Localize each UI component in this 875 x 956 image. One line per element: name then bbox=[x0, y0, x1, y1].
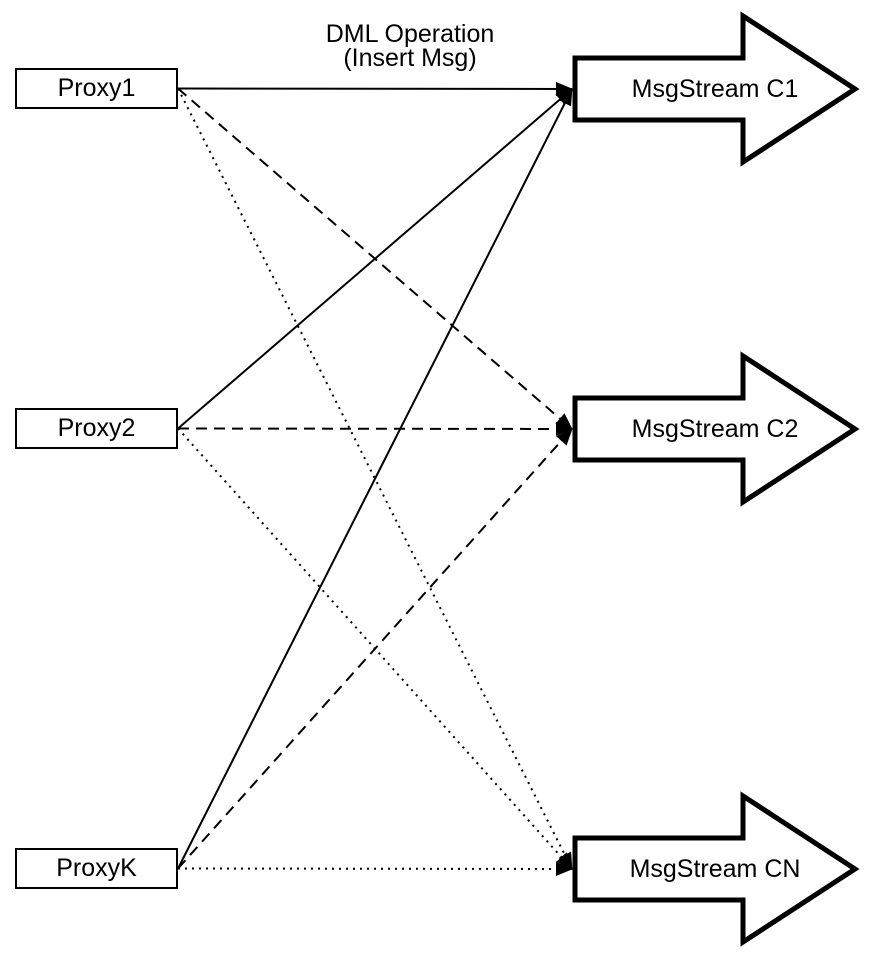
node-proxy2-label: Proxy2 bbox=[57, 414, 136, 442]
msgstream-cn-label: MsgStream CN bbox=[629, 854, 801, 883]
edge-proxy2-to-cn-dotted bbox=[177, 427, 573, 870]
msgstream-cn-block-arrow bbox=[572, 791, 860, 947]
annotation-line-2: (Insert Msg) bbox=[343, 44, 477, 72]
msgstream-cn-label-box: MsgStream CN bbox=[575, 849, 855, 889]
node-proxyk: ProxyK bbox=[15, 848, 178, 889]
msgstream-c2-block-arrow bbox=[572, 351, 860, 507]
edge-proxy2-to-c2-dashed bbox=[177, 421, 573, 436]
msgstream-c2-label: MsgStream C2 bbox=[631, 414, 799, 443]
msgstream-c2-label-box: MsgStream C2 bbox=[575, 409, 855, 449]
node-proxy1-label: Proxy1 bbox=[57, 74, 136, 102]
node-proxyk-label: ProxyK bbox=[56, 854, 137, 882]
msgstream-c1-block-arrow bbox=[572, 11, 860, 167]
edge-proxy1-to-c1-solid bbox=[177, 81, 573, 96]
annotation-line-1: DML Operation bbox=[325, 20, 495, 48]
edge-proxyk-to-c1-solid bbox=[177, 88, 573, 869]
node-proxy1: Proxy1 bbox=[15, 68, 178, 109]
edge-annotation-dml-operation: DML Operation (Insert Msg) bbox=[265, 20, 555, 72]
node-proxy2: Proxy2 bbox=[15, 408, 178, 449]
edge-proxyk-to-cn-dotted bbox=[177, 861, 573, 876]
msgstream-c1-label: MsgStream C1 bbox=[631, 74, 799, 103]
edge-proxy1-to-cn-dotted bbox=[177, 88, 573, 870]
msgstream-c1-label-box: MsgStream C1 bbox=[575, 69, 855, 109]
edge-proxy1-to-c2-dashed bbox=[177, 87, 573, 430]
